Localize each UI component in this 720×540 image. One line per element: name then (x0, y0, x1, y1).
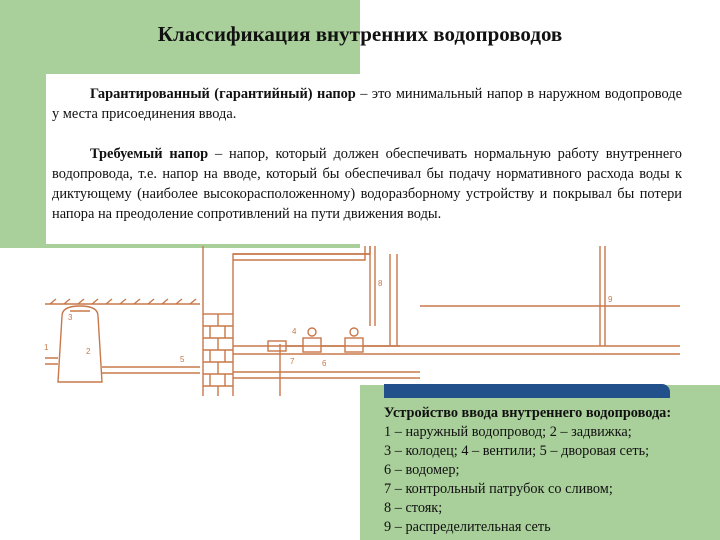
green-background-column (360, 385, 720, 540)
definition-text: – это минимальный напор в наружном водоп… (52, 86, 682, 122)
legend-item: 3 – колодец; 4 – вентили; 5 – дворовая с… (384, 443, 650, 459)
diagram-label-4: 4 (292, 327, 297, 336)
diagram-label-8: 8 (378, 279, 383, 288)
legend-accent-bar (384, 384, 670, 398)
diagram-label-5: 5 (180, 355, 185, 364)
diagram-label-3: 3 (68, 313, 73, 322)
definitions-box: Гарантированный (гарантийный) напор – эт… (46, 74, 690, 244)
definition-text: – напор, который должен обеспечивать нор… (52, 146, 682, 222)
legend-title: Устройство ввода внутреннего водопровода… (384, 405, 672, 421)
legend-item: 7 – контрольный патрубок со сливом; (384, 481, 613, 497)
definition-term: Гарантированный (гарантийный) напор (90, 86, 356, 102)
definition-guaranteed-head: Гарантированный (гарантийный) напор – эт… (46, 74, 690, 124)
legend-item: 8 – стояк; (384, 500, 443, 516)
diagram-label-2: 2 (86, 347, 91, 356)
diagram-label-1: 1 (44, 343, 49, 352)
diagram-label-7: 7 (290, 357, 295, 366)
legend-item: 9 – распределительная сеть (384, 519, 551, 535)
diagram-label-9: 9 (608, 295, 613, 304)
water-inlet-diagram: 1 2 3 4 5 6 7 8 9 (44, 246, 680, 396)
legend-item: 6 – водомер; (384, 462, 460, 478)
diagram-legend: Устройство ввода внутреннего водопровода… (362, 404, 720, 537)
diagram-label-6: 6 (322, 359, 327, 368)
definition-term: Требуемый напор (90, 146, 209, 162)
definition-required-head: Требуемый напор – напор, который должен … (46, 124, 690, 224)
legend-item: 1 – наружный водопровод; 2 – задвижка; (384, 424, 632, 440)
page-title: Классификация внутренних водопроводов (157, 22, 563, 46)
